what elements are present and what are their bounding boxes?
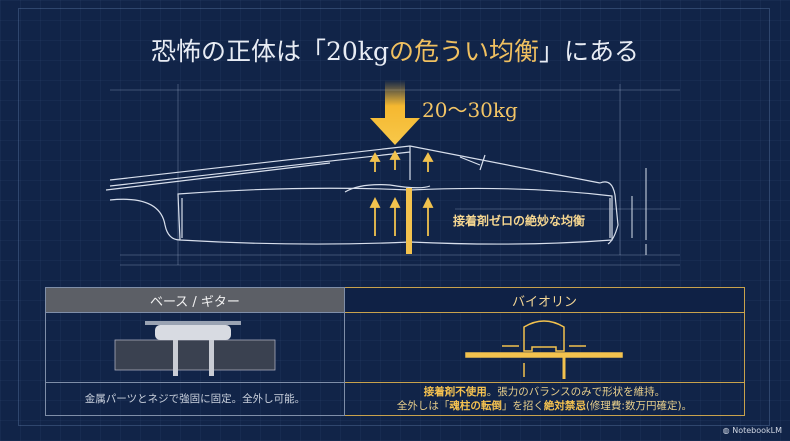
sound-post [406, 188, 412, 254]
soundpost-highlight: 魂柱の転倒 [449, 400, 502, 412]
title-part3: 」にある [538, 37, 639, 66]
header-bass-guitar: ベース / ギター [45, 287, 345, 313]
violin-outline [105, 145, 619, 245]
logo-text: NotebookLM [732, 426, 782, 435]
glue-label: 接着剤ゼロの絶妙な均衡 [453, 214, 586, 228]
header-violin: バイオリン [343, 287, 746, 313]
force-label: 20〜30kg [422, 98, 518, 122]
upward-force-arrows [369, 150, 434, 236]
bass-bridge-illustration [45, 312, 345, 383]
violin-description: 接着剤不使用。張力のバランスのみで形状を維持。 全外しは「魂柱の転倒」を招く絶対… [343, 382, 746, 416]
violin-cross-section [105, 80, 680, 266]
bass-description: 金属パーツとネジで強固に固定。全外し可能。 [45, 382, 345, 416]
title-part1: 恐怖の正体は「20kg [151, 37, 389, 66]
height-dimension-arrows [631, 168, 647, 255]
violin-bridge-icon [465, 320, 624, 379]
taboo-highlight: 絶対禁忌 [543, 400, 586, 412]
violin-bridge-illustration [343, 312, 746, 383]
desc-line1: 。張力のバランスのみで形状を維持。 [486, 386, 666, 398]
title-highlight: の危うい均衡 [388, 37, 539, 66]
comparison-table: ベース / ギター バイオリン 金属パーツとネジで強固に固定。全外し可能。 接着… [45, 287, 746, 416]
desc-line2c: (修理費:数万円確定)。 [585, 400, 693, 412]
screw-fixed-bridge-icon [114, 321, 276, 376]
page-title: 恐怖の正体は「20kgの危うい均衡」にある [0, 32, 790, 68]
force-down-arrow [370, 80, 420, 145]
blueprint-frame [18, 8, 770, 426]
no-glue-highlight: 接着剤不使用 [423, 386, 487, 398]
notebooklm-logo: ◍ NotebookLM [722, 426, 782, 435]
desc-line2b: 」を招く [501, 400, 544, 412]
desc-line2a: 全外しは「 [396, 400, 450, 412]
